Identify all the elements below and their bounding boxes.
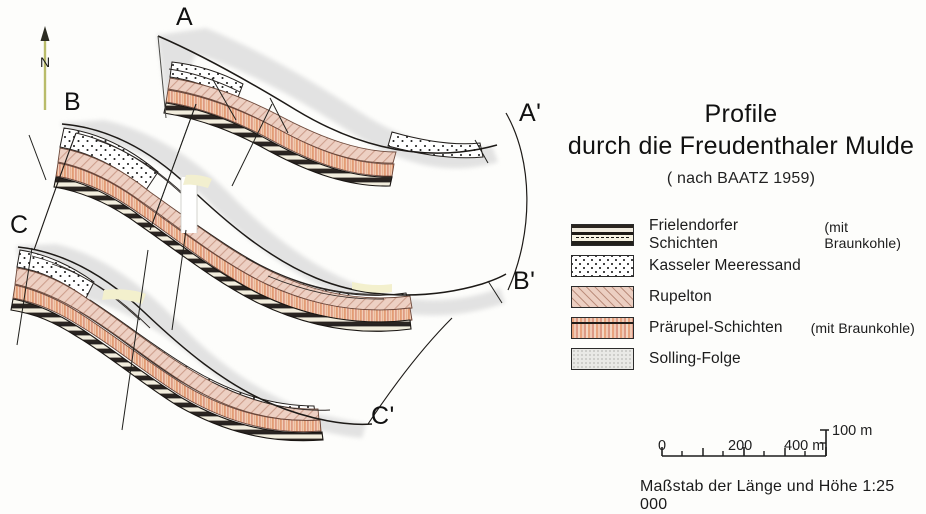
profile-b-lignite-lens-1	[183, 174, 212, 188]
connector-b-to-a	[149, 103, 197, 231]
profile-b-fault-gap-edge	[180, 177, 198, 233]
profile-b-surface-line	[61, 123, 507, 296]
legend-label: Kasseler Meeressand	[649, 257, 801, 274]
profile-a-solling-base	[157, 28, 498, 169]
legend-label: Rupelton	[649, 288, 712, 305]
profile-a-surface-line	[157, 35, 498, 154]
connector-b-prime-c-prime	[367, 317, 453, 425]
section-label-c: C	[10, 211, 29, 239]
north-label: N	[40, 54, 51, 70]
profile-c-surface-line	[17, 246, 373, 426]
profile-a-fault-2	[269, 97, 289, 134]
profile-a-frielendorfer	[163, 102, 393, 187]
legend-swatch-frielendorfer-schichten	[571, 224, 634, 246]
connector-a-prime-b-prime-arc	[505, 112, 528, 291]
profile-b-inner-fold-3	[245, 257, 383, 295]
profile-a-section	[157, 28, 498, 187]
scalebar-graphic	[661, 429, 829, 457]
legend-row: Prärupel-Schichten (mit Braunkohle)	[571, 313, 926, 343]
scale-tick-0: 0	[658, 438, 667, 454]
profile-c-fault-2	[121, 249, 149, 431]
legend-swatch-rupelton	[571, 286, 634, 308]
profile-a-fault-1	[211, 77, 237, 121]
section-label-b: B	[64, 88, 82, 116]
profile-c-fault-1	[16, 247, 33, 346]
scale-caption: Maßstab der Länge und Höhe 1:25 000	[640, 478, 895, 513]
profile-b-lignite-lens-2	[352, 282, 392, 293]
profile-c-frielendorfer	[10, 298, 324, 442]
profile-c-fault-3	[171, 229, 187, 331]
legend-row: Solling-Folge	[571, 344, 926, 374]
profile-a-praerupel	[165, 89, 395, 177]
profile-b-inner-fold-4	[267, 275, 385, 300]
section-label-a-prime: A'	[519, 99, 542, 127]
profile-b-fault-gap	[181, 177, 197, 233]
section-label-c-prime: C'	[371, 402, 395, 430]
profile-a-fault-3	[474, 139, 489, 164]
legend-label: Solling-Folge	[649, 350, 741, 367]
profile-c-praerupel	[12, 284, 322, 433]
profile-b-praerupel	[55, 162, 413, 323]
scale-vertical-label: 100 m	[832, 423, 873, 439]
connector-b-to-c	[33, 132, 77, 251]
north-arrow-icon	[40, 26, 50, 110]
legend-label: Frielendorfer Schichten	[649, 217, 739, 252]
page-title: Profile	[704, 100, 778, 128]
section-label-a: A	[176, 3, 194, 31]
profile-b-section	[28, 103, 507, 332]
profile-c-rupelton	[14, 267, 320, 421]
profile-a-bedding-line	[168, 68, 241, 93]
scale-tick-400: 400 m	[784, 438, 825, 454]
legend-row: Rupelton	[571, 282, 926, 312]
section-label-b-prime: B'	[513, 267, 536, 295]
profile-c-lignite-lens	[102, 289, 146, 304]
source-citation: ( nach BAATZ 1959)	[666, 170, 816, 187]
legend-swatch-solling-folge	[571, 348, 634, 370]
profile-a-left-edge	[157, 35, 167, 119]
legend-row: Frielendorfer Schichten (mit Braunkohle)	[571, 217, 926, 252]
scale-tick-200: 200	[728, 438, 753, 454]
profile-b-fault-4	[487, 280, 503, 304]
legend-note: (mit Braunkohle)	[824, 219, 901, 251]
profile-b-fault-3	[231, 103, 273, 187]
profile-b-rupelton	[57, 147, 413, 311]
legend-label: Prärupel-Schichten	[649, 319, 783, 336]
title-block: Profile durch die Freudenthaler Mulde ( …	[556, 100, 926, 188]
profile-c-kasseler-left	[16, 249, 95, 299]
page-subtitle: durch die Freudenthaler Mulde	[567, 132, 915, 160]
legend-swatch-kasseler-meeressand	[571, 255, 634, 277]
profile-b-solling-base	[60, 120, 505, 316]
profile-c-section	[10, 229, 373, 442]
legend-row: Kasseler Meeressand	[571, 251, 926, 281]
legend-note: (mit Braunkohle)	[810, 320, 915, 336]
profile-c-inner-fold-3	[211, 381, 331, 411]
profile-b-frielendorfer	[53, 176, 412, 332]
profile-b-fault-1	[28, 134, 47, 181]
legend-swatch-praerupel-schichten	[571, 317, 634, 339]
profile-b-kasseler-left	[59, 127, 159, 191]
legend: Frielendorfer Schichten (mit Braunkohle)…	[571, 217, 926, 375]
